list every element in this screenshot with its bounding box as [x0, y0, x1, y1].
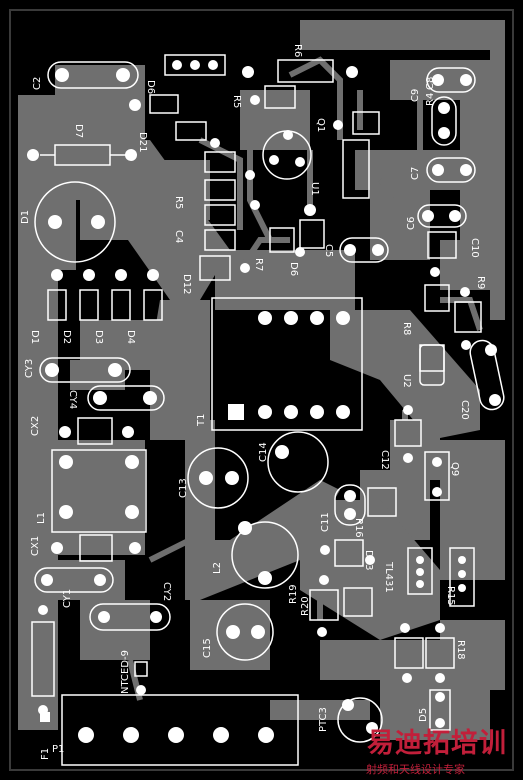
label-d6-mid: D6	[288, 262, 299, 276]
label-ptc: PTC3	[318, 707, 329, 732]
label-r18: R18	[455, 640, 466, 660]
label-tl431: TL431	[383, 561, 394, 593]
label-u1: U1	[309, 182, 320, 196]
label-q9: Q9	[449, 462, 460, 476]
label-c15: C15	[202, 638, 213, 658]
label-c12: C12	[379, 450, 390, 470]
label-r4: R4	[425, 93, 436, 106]
label-r5-top: R5	[231, 95, 242, 108]
label-u2: U2	[401, 374, 412, 388]
label-c20: C20	[459, 400, 470, 420]
label-c7: C7	[410, 167, 421, 180]
label-c2: C2	[32, 77, 43, 90]
label-r16: R16	[353, 518, 364, 538]
label-cx1: CX1	[30, 536, 41, 556]
label-r5-mid: R5	[173, 196, 184, 209]
label-r15: R15	[445, 586, 456, 606]
label-ntc: NTCED-9	[120, 650, 131, 694]
label-cy1: CY1	[62, 589, 73, 608]
label-c5: C5	[323, 244, 334, 257]
label-c11: C11	[320, 512, 331, 532]
label-p1: P1	[52, 744, 64, 755]
label-d1-big: D1	[20, 210, 31, 224]
square-pads	[40, 404, 244, 722]
label-r9: R9	[475, 276, 486, 289]
label-c9: C9	[410, 89, 421, 102]
label-d13: D13	[363, 550, 374, 570]
watermark-title: 易迪拓培训	[367, 728, 507, 759]
watermark: 易迪拓培训 射频和天线设计专家	[366, 728, 507, 776]
label-cy4: CY4	[67, 390, 78, 409]
label-cx2: CX2	[30, 416, 41, 436]
label-d2: D2	[61, 330, 72, 344]
label-r7: R7	[253, 258, 264, 271]
watermark-subtitle: 射频和天线设计专家	[366, 762, 465, 776]
label-t1: T1	[196, 414, 207, 427]
label-c6: C6	[406, 217, 417, 230]
pads	[27, 60, 501, 743]
label-d7: D7	[73, 124, 84, 138]
label-cy3: CY3	[24, 359, 35, 378]
label-c10: C10	[469, 238, 480, 258]
silkscreen	[31, 54, 505, 766]
label-c14: C14	[258, 442, 269, 462]
label-l1: L1	[36, 512, 47, 524]
label-d3: D3	[93, 330, 104, 344]
label-d5: D5	[418, 708, 429, 722]
label-cy2: CY2	[161, 582, 172, 601]
label-d4: D4	[125, 330, 136, 344]
label-c13: C13	[178, 478, 189, 498]
label-c8: C8	[425, 77, 436, 90]
label-q1: Q1	[315, 118, 326, 132]
label-d12: D12	[181, 274, 192, 294]
label-r20: R20	[300, 596, 311, 616]
label-c4: C4	[173, 230, 184, 243]
label-f1: F1	[40, 748, 51, 760]
label-d1: D1	[29, 330, 40, 344]
label-r8: R8	[401, 322, 412, 335]
label-r6-top: R6	[292, 44, 303, 57]
label-d21: D21	[137, 132, 148, 152]
label-r19: R19	[288, 584, 299, 604]
label-l2: L2	[212, 562, 223, 574]
label-d6-top: D6	[145, 80, 156, 94]
